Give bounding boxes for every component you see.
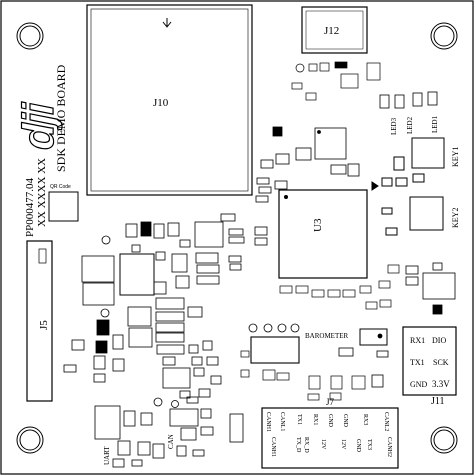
key-buttons [381,137,445,236]
j7-top-pin-1: CANH1 [265,412,271,433]
j12-small-parts [291,61,381,101]
j12-connector [301,6,368,54]
j7-bottom-pin-7: TX3 [366,439,372,450]
mounting-hole-top-left [16,22,44,50]
mounting-hole-top-right [430,22,458,50]
j7-bottom-pin-3: RX_D [303,437,309,453]
j7-connector [261,407,399,469]
uart-label: UART [103,446,111,465]
j12-label: J12 [324,25,340,37]
j7-label: J7 [326,397,335,407]
qr-code-label: QR Code [50,184,71,190]
barometer-area [248,323,389,388]
j10-connector [86,4,253,196]
j7-top-pin-2: CANL1 [279,412,285,432]
u3-support-parts [279,264,400,310]
key1-button [411,137,445,169]
arrow-down-icon [162,18,172,28]
pin1-marker-icon [371,181,379,191]
j10-label: J10 [153,97,169,109]
power-section-parts [63,213,268,468]
barometer-label: BAROMETER [305,332,349,340]
j11-pin-rx1: RX1 [410,336,426,345]
j11-pin-dio: DIO [432,336,447,345]
board-title: SDK DEMO BOARD [54,64,68,172]
j7-bottom-pin-6: GND [355,439,361,452]
j7-top-pin-8: CANL2 [383,412,389,432]
can-label: CAN [167,434,175,449]
mounting-hole-bottom-right [430,426,458,454]
led-group [379,91,438,109]
j7-top-pin-3: TX1 [296,414,302,425]
j7-left-parts [262,369,366,401]
j7-top-pin-5: GND [327,414,333,427]
j11-pin-gnd: GND [410,380,428,389]
j7-bottom-pin-8: CANH2 [386,437,392,458]
j7-bottom-pin-2: TX_D [295,437,301,453]
j5-connector [26,240,53,402]
j5-label: J5 [38,320,50,330]
j7-bottom-pin-1: CANH1 [270,437,276,458]
crystal-component [255,126,360,203]
j11-label: J11 [431,396,445,407]
j11-connector [402,326,457,396]
key2-button [409,196,444,231]
j7-bottom-pin-5: 12V [340,439,346,450]
key1-label: KEY1 [451,146,460,167]
j11-pin-sck: SCK [433,358,449,367]
mounting-holes [16,22,458,454]
date-code: XX XXXX XX [36,157,48,227]
j7-top-pin-4: RX1 [312,414,318,426]
j7-top-pin-7: RX3 [362,414,368,426]
key2-label: KEY2 [451,207,460,228]
j11-pin-tx1: TX1 [410,358,425,367]
u3-chip [278,181,379,279]
u3-label: U3 [312,218,324,232]
part-number: PP000477.04 [24,178,36,237]
ic-right-side [405,262,456,315]
qr-code-box [48,191,79,222]
led1-label: LED1 [431,115,439,133]
j11-pin-3v3: 3.3V [432,379,450,389]
j7-bottom-pin-4: 12V [320,439,326,450]
mounting-hole-bottom-left [16,426,44,454]
transistor-parts [240,350,250,378]
led3-label: LED3 [390,117,398,135]
j7-top-pin-6: GND [342,414,348,427]
led2-label: LED2 [406,116,414,134]
